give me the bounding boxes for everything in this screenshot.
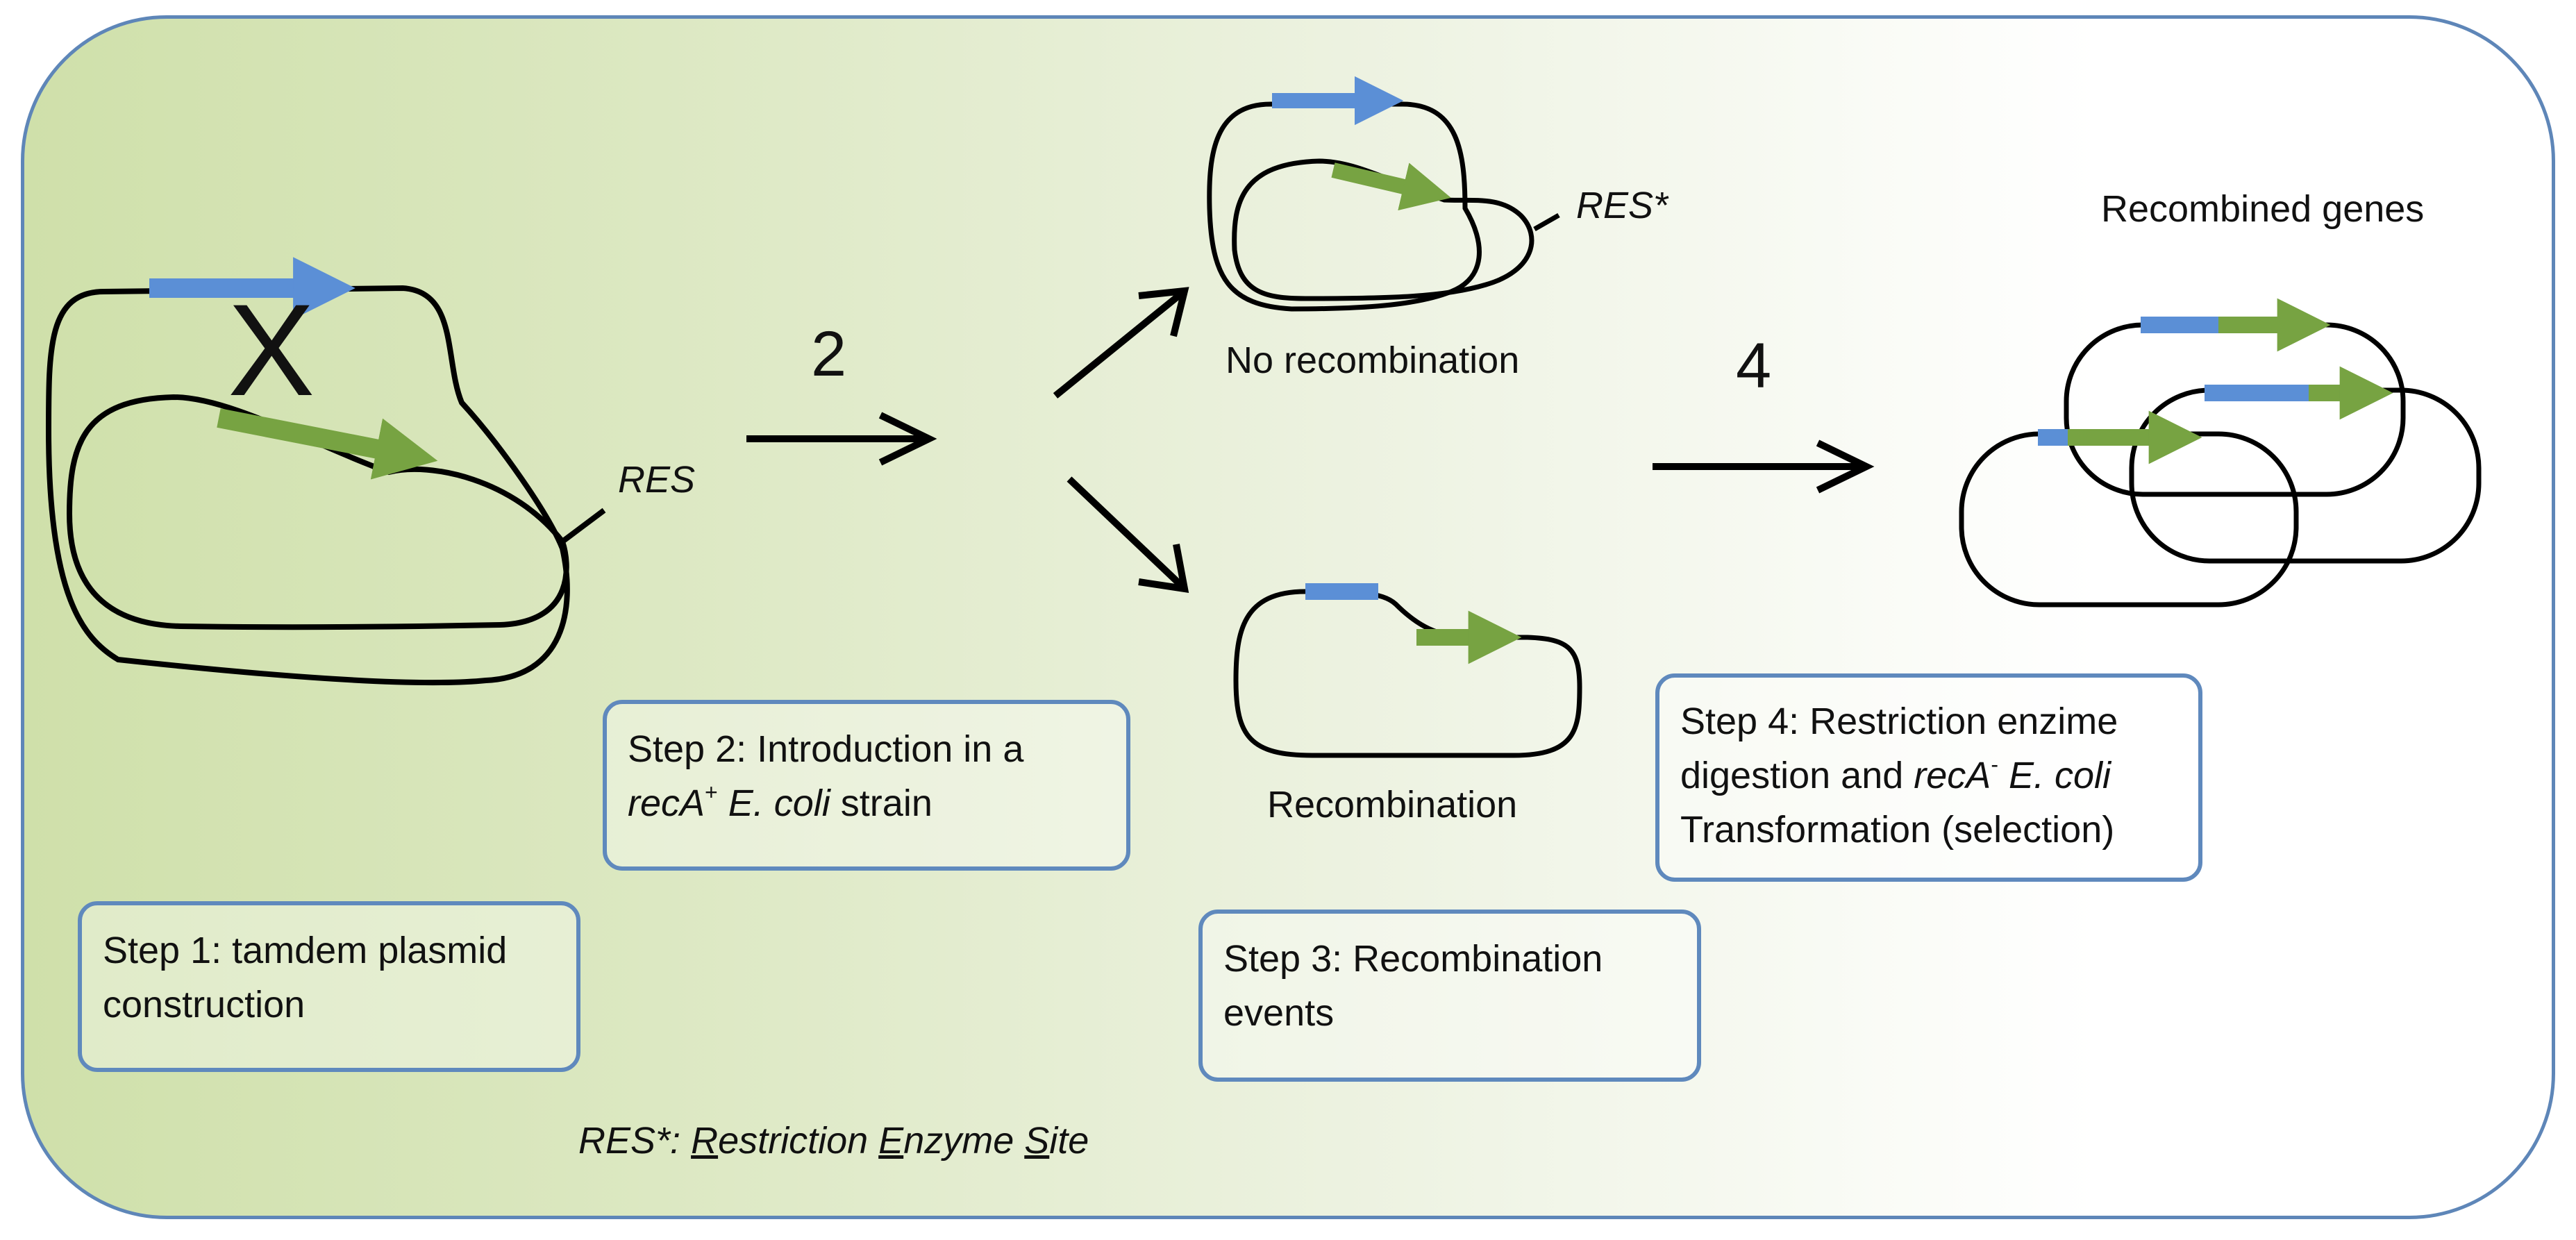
step-4-box: Step 4: Restriction enzime digestion and… bbox=[1655, 673, 2202, 882]
branch-arrow-up bbox=[1053, 292, 1183, 399]
diagram-frame bbox=[21, 15, 2555, 1219]
no-recombination-plasmid bbox=[1207, 101, 1560, 312]
step-2-reca: recA bbox=[628, 782, 705, 824]
step-4-line-2: digestion and recA- E. coli bbox=[1680, 748, 2176, 803]
step-1-box: Step 1: tamdem plasmid construction bbox=[78, 901, 580, 1072]
footnote-r: R bbox=[691, 1120, 719, 1162]
res-star-label: RES* bbox=[1576, 185, 1668, 226]
tandem-plasmid-outer-loop bbox=[45, 285, 570, 686]
branch-arrows bbox=[1053, 287, 1189, 593]
footnote-ite: ite bbox=[1049, 1120, 1089, 1162]
recombination-plasmid bbox=[1233, 589, 1582, 758]
footnote-prefix: RES*: bbox=[578, 1120, 692, 1162]
arrow-2-label: 2 bbox=[811, 319, 847, 389]
step-2-ecoli: E. coli bbox=[717, 782, 830, 824]
step-4-ecoli: E. coli bbox=[1998, 755, 2111, 796]
arrow-step-2 bbox=[746, 412, 937, 466]
footnote-nzyme: nzyme bbox=[903, 1120, 1025, 1162]
big-x-mark: X bbox=[228, 277, 315, 423]
arrow-4-label: 4 bbox=[1736, 330, 1772, 401]
footnote-estriction: estriction bbox=[718, 1120, 879, 1162]
recombined-plasmids bbox=[1959, 322, 2482, 608]
step-3-line-2: events bbox=[1223, 992, 1335, 1034]
step-1-line-2: construction bbox=[103, 984, 306, 1025]
step-3-line-1: Step 3: Recombination bbox=[1223, 938, 1603, 980]
footnote-s: S bbox=[1024, 1120, 1050, 1162]
step-1-line-1: Step 1: tamdem plasmid bbox=[103, 930, 508, 971]
step-2-reca-plus: + bbox=[705, 780, 718, 805]
step-2-line-1: Step 2: Introduction in a bbox=[628, 728, 1024, 770]
tandem-plasmid bbox=[45, 285, 606, 686]
footnote-res-definition: RES*: Restriction Enzyme Site bbox=[578, 1119, 1089, 1162]
res-label: RES bbox=[618, 459, 696, 501]
footnote-e: E bbox=[878, 1120, 904, 1162]
recombined-genes-arrows bbox=[2038, 298, 2393, 464]
step-2-box: Step 2: Introduction in a recA+ E. coli … bbox=[603, 700, 1130, 871]
step-4-reca: recA bbox=[1914, 755, 1991, 796]
no-recombination-genes bbox=[1272, 76, 1451, 211]
no-recombination-label: No recombination bbox=[1226, 340, 1520, 381]
recombination-genes bbox=[1305, 583, 1522, 664]
recombined-genes-label: Recombined genes bbox=[2101, 188, 2425, 230]
arrow-step-4 bbox=[1653, 439, 1875, 494]
res-tick bbox=[560, 508, 606, 544]
tandem-genes bbox=[149, 257, 438, 480]
res-star-tick bbox=[1533, 212, 1560, 232]
green-gene-arrow bbox=[1331, 162, 1451, 211]
recombination-label: Recombination bbox=[1267, 784, 1518, 826]
recombined-plasmid-middle bbox=[2129, 387, 2482, 564]
green-gene-arrow bbox=[217, 408, 438, 480]
step-3-box: Step 3: Recombination events bbox=[1198, 910, 1701, 1082]
branch-arrow-down bbox=[1067, 476, 1183, 587]
step-4-digestion: digestion and bbox=[1680, 755, 1914, 796]
step-4-reca-minus: - bbox=[1991, 752, 1998, 777]
step-4-line-3: Transformation (selection) bbox=[1680, 809, 2115, 851]
step-4-line-1: Step 4: Restriction enzime bbox=[1680, 701, 2118, 742]
recombined-plasmid-front bbox=[1959, 431, 2299, 608]
step-2-strain: strain bbox=[830, 782, 932, 824]
step-2-line-2: recA+ E. coli strain bbox=[628, 776, 1104, 830]
recombined-plasmid-back bbox=[2064, 322, 2406, 497]
